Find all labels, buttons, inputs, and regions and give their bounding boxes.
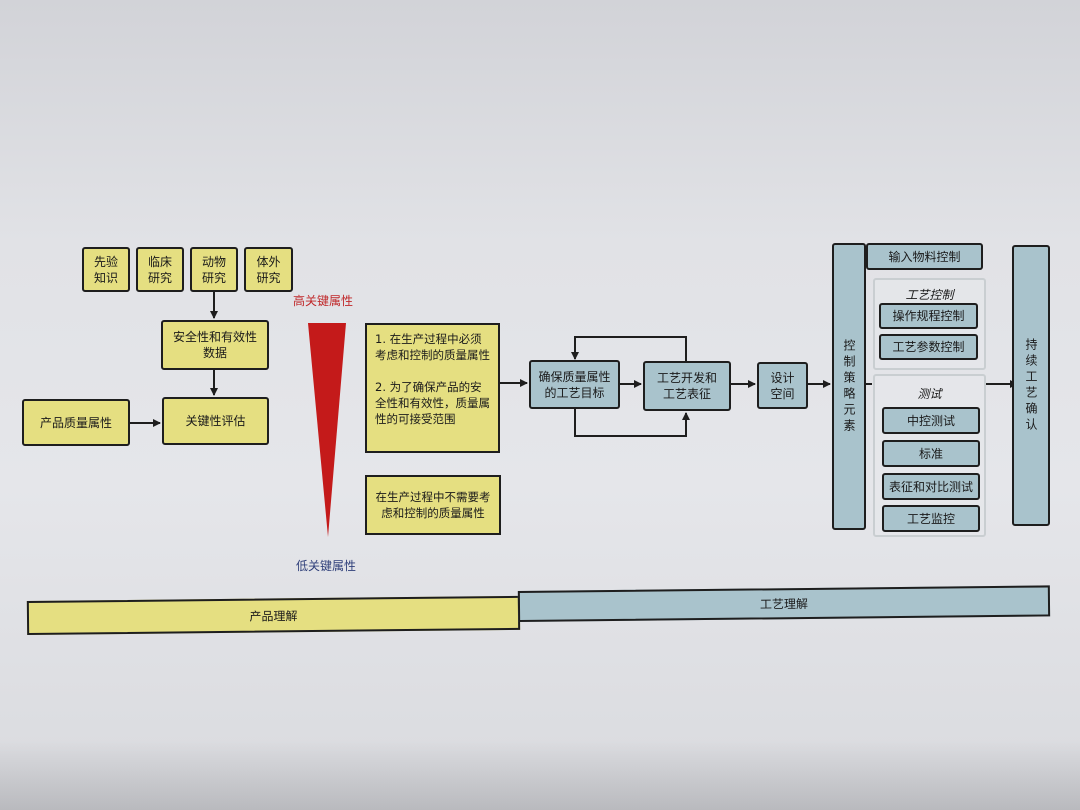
continued-process-verification: 持续工艺确认 (1012, 245, 1050, 526)
control-strategy-element: 控制策略元素 (832, 243, 866, 530)
process-parameter-control-box: 工艺参数控制 (879, 334, 978, 360)
clinical-study-box: 临床 研究 (136, 247, 184, 292)
in-vitro-study-box: 体外 研究 (244, 247, 293, 292)
process-monitoring-box: 工艺监控 (882, 505, 980, 532)
feedback-bottom-arrow (574, 409, 690, 437)
design-space-box: 设计 空间 (757, 362, 808, 409)
safety-efficacy-data-box: 安全性和有效性 数据 (161, 320, 269, 370)
low-criticality-label: 低关键属性 (296, 559, 357, 573)
prior-knowledge-box: 先验 知识 (82, 247, 130, 292)
input-material-control-box: 输入物料控制 (866, 243, 983, 270)
process-understanding-bar: 工艺理解 (517, 585, 1051, 622)
high-criticality-label: 高关键属性 (293, 294, 354, 308)
process-control-title: 工艺控制 (905, 288, 954, 302)
process-development-box: 工艺开发和 工艺表征 (643, 361, 731, 411)
testing-title: 测试 (917, 387, 942, 401)
product-understanding-bar: 产品理解 (26, 595, 521, 635)
in-process-testing-box: 中控测试 (882, 407, 980, 434)
sop-control-box: 操作规程控制 (879, 303, 978, 329)
specification-box: 标准 (882, 440, 980, 467)
criticality-assessment-box: 关键性评估 (162, 397, 269, 445)
page-shadow (0, 740, 1080, 810)
animal-study-box: 动物 研究 (190, 247, 238, 292)
product-quality-attribute-box: 产品质量属性 (22, 399, 130, 446)
feedback-top-arrow (571, 336, 687, 361)
low-criticality-note: 在生产过程中不需要考虑和控制的质量属性 (365, 475, 501, 535)
characterization-comparability-box: 表征和对比测试 (882, 473, 980, 500)
high-criticality-note: 1. 在生产过程中必须考虑和控制的质量属性 2. 为了确保产品的安全性和有效性，… (365, 323, 500, 453)
quality-target-box: 确保质量属性 的工艺目标 (529, 360, 620, 409)
criticality-triangle (308, 323, 346, 537)
